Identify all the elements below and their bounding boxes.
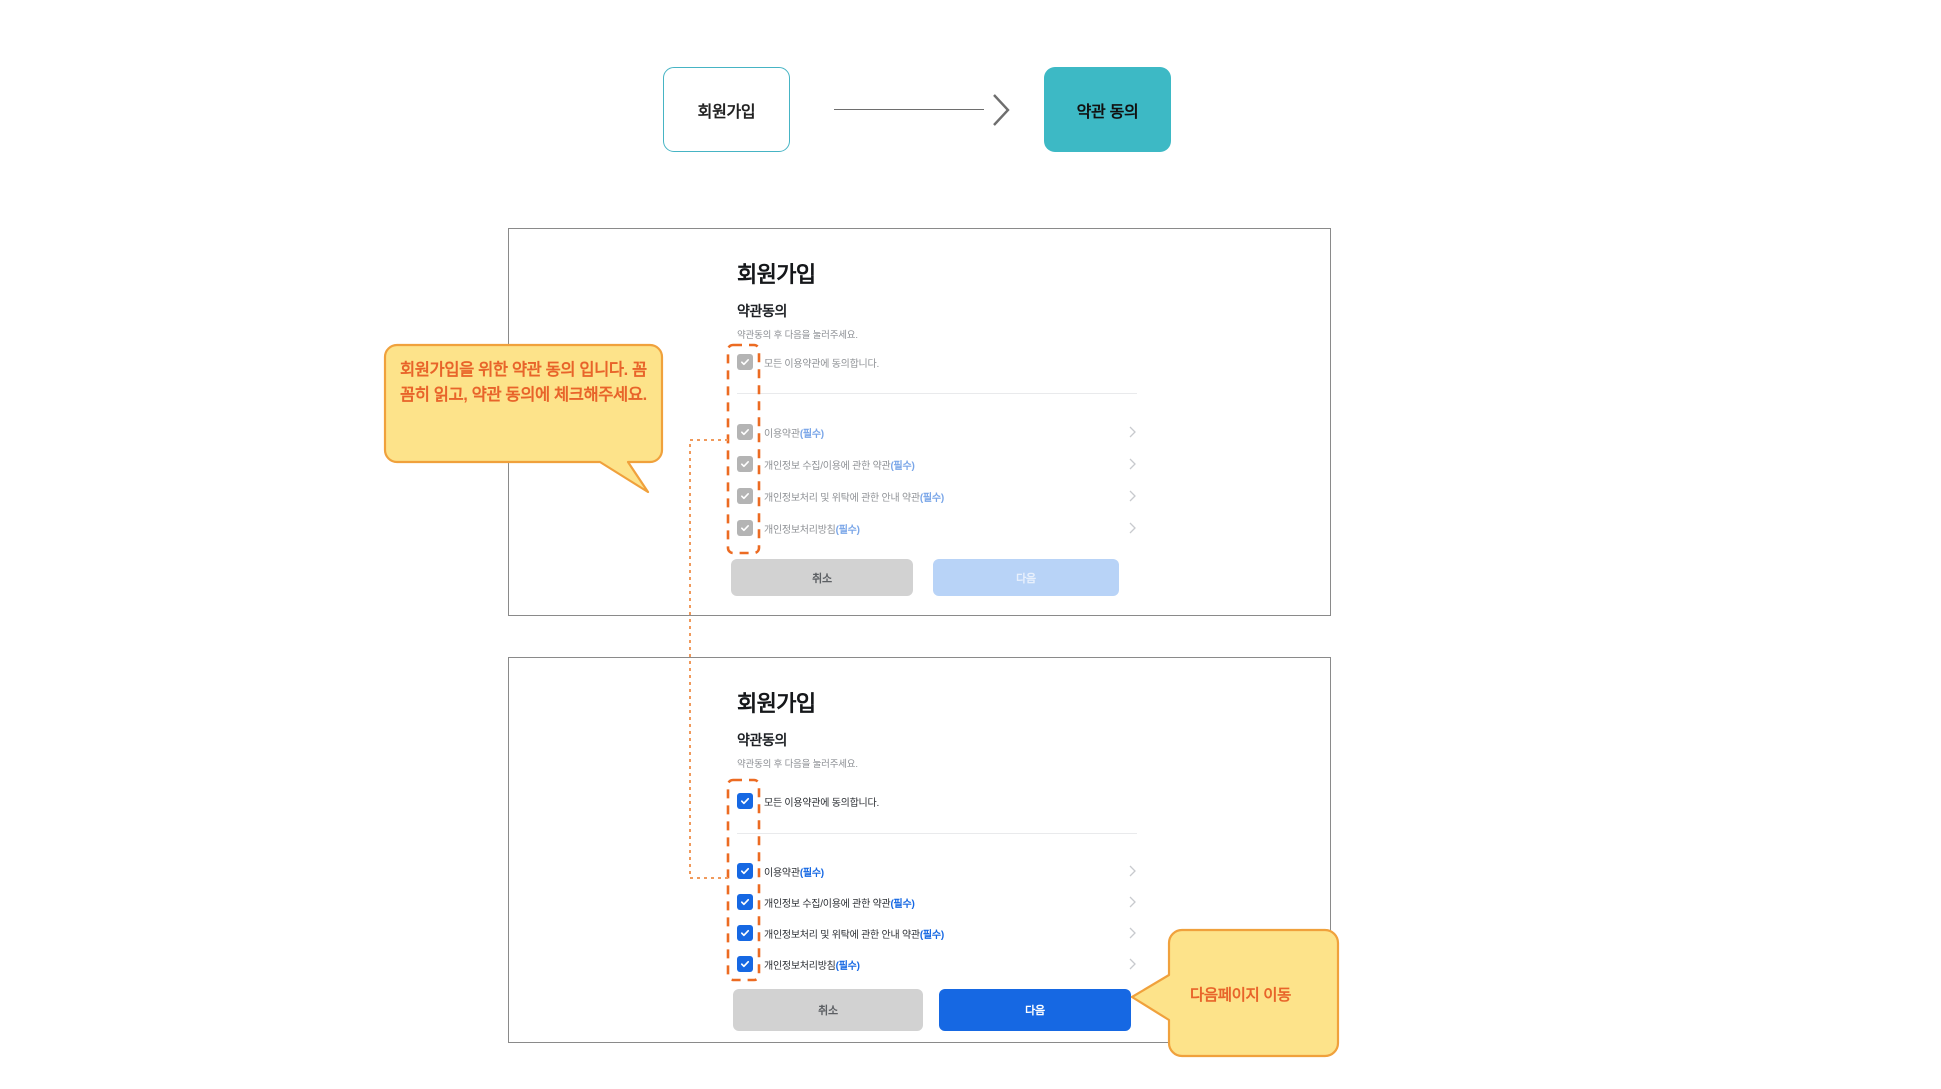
- chevron-right-icon[interactable]: [1128, 457, 1137, 471]
- chevron-right-icon[interactable]: [1128, 864, 1137, 878]
- agree-all-label: 모든 이용약관에 동의합니다.: [764, 358, 879, 370]
- required-tag: (필수): [835, 960, 860, 972]
- section-description: 약관동의 후 다음을 눌러주세요.: [737, 759, 858, 770]
- term-label: 개인정보처리방침(필수): [764, 960, 860, 972]
- step-signup-label: 회원가입: [697, 103, 756, 121]
- cancel-button[interactable]: 취소: [733, 989, 923, 1031]
- agree-all-label: 모든 이용약관에 동의합니다.: [764, 797, 879, 809]
- agree-all-row[interactable]: 모든 이용약관에 동의합니다.: [737, 793, 1137, 809]
- term-checkbox[interactable]: [737, 488, 753, 504]
- signup-screen-before: 회원가입 약관동의 약관동의 후 다음을 눌러주세요. 모든 이용약관에 동의합…: [508, 228, 1331, 616]
- chevron-right-icon[interactable]: [1128, 489, 1137, 503]
- term-row[interactable]: 개인정보처리방침(필수): [737, 520, 1137, 536]
- required-tag: (필수): [919, 929, 944, 941]
- section-divider: [737, 393, 1137, 394]
- step-connector-line: [834, 109, 984, 110]
- callout-text-top: 회원가입을 위한 약관 동의 입니다. 꼼꼼히 읽고, 약관 동의에 체크해주세…: [400, 361, 647, 405]
- term-label: 개인정보 수집/이용에 관한 약관(필수): [764, 898, 915, 910]
- step-terms-agreement[interactable]: 약관 동의: [1044, 67, 1171, 152]
- term-row[interactable]: 개인정보 수집/이용에 관한 약관(필수): [737, 456, 1137, 472]
- chevron-right-icon[interactable]: [1128, 425, 1137, 439]
- page-title: 회원가입: [737, 691, 816, 716]
- required-tag: (필수): [799, 428, 824, 440]
- callout-text-bottom: 다음페이지 이동: [1190, 987, 1291, 1004]
- chevron-right-icon[interactable]: [1128, 521, 1137, 535]
- required-tag: (필수): [890, 898, 915, 910]
- section-title: 약관동의: [737, 303, 787, 319]
- term-row[interactable]: 이용약관(필수): [737, 424, 1137, 440]
- term-checkbox[interactable]: [737, 925, 753, 941]
- required-tag: (필수): [799, 867, 824, 879]
- chevron-right-icon[interactable]: [1128, 926, 1137, 940]
- section-description: 약관동의 후 다음을 눌러주세요.: [737, 330, 858, 341]
- term-row[interactable]: 개인정보처리방침(필수): [737, 956, 1137, 972]
- agree-all-checkbox[interactable]: [737, 793, 753, 809]
- next-button[interactable]: 다음: [933, 559, 1119, 596]
- next-button[interactable]: 다음: [939, 989, 1131, 1031]
- term-checkbox[interactable]: [737, 863, 753, 879]
- chevron-right-icon[interactable]: [1128, 895, 1137, 909]
- page-title: 회원가입: [737, 262, 816, 287]
- signup-step-flow: 회원가입 약관 동의: [0, 0, 1941, 170]
- agree-all-row[interactable]: 모든 이용약관에 동의합니다.: [737, 354, 1137, 370]
- term-row[interactable]: 개인정보처리 및 위탁에 관한 안내 약관(필수): [737, 925, 1137, 941]
- term-checkbox[interactable]: [737, 424, 753, 440]
- chevron-right-icon: [993, 94, 1010, 126]
- term-label: 이용약관(필수): [764, 867, 824, 879]
- term-checkbox[interactable]: [737, 456, 753, 472]
- term-checkbox[interactable]: [737, 894, 753, 910]
- required-tag: (필수): [890, 460, 915, 472]
- step-signup[interactable]: 회원가입: [663, 67, 790, 152]
- cancel-button[interactable]: 취소: [731, 559, 913, 596]
- term-label: 개인정보 수집/이용에 관한 약관(필수): [764, 460, 915, 472]
- term-label: 개인정보처리 및 위탁에 관한 안내 약관(필수): [764, 492, 944, 504]
- term-row[interactable]: 개인정보처리 및 위탁에 관한 안내 약관(필수): [737, 488, 1137, 504]
- section-title: 약관동의: [737, 732, 787, 748]
- term-row[interactable]: 이용약관(필수): [737, 863, 1137, 879]
- step-terms-label: 약관 동의: [1076, 103, 1139, 121]
- section-divider: [737, 833, 1137, 834]
- required-tag: (필수): [835, 524, 860, 536]
- term-checkbox[interactable]: [737, 956, 753, 972]
- term-checkbox[interactable]: [737, 520, 753, 536]
- term-row[interactable]: 개인정보 수집/이용에 관한 약관(필수): [737, 894, 1137, 910]
- term-label: 이용약관(필수): [764, 428, 824, 440]
- required-tag: (필수): [919, 492, 944, 504]
- agree-all-checkbox[interactable]: [737, 354, 753, 370]
- term-label: 개인정보처리방침(필수): [764, 524, 860, 536]
- chevron-right-icon[interactable]: [1128, 957, 1137, 971]
- term-label: 개인정보처리 및 위탁에 관한 안내 약관(필수): [764, 929, 944, 941]
